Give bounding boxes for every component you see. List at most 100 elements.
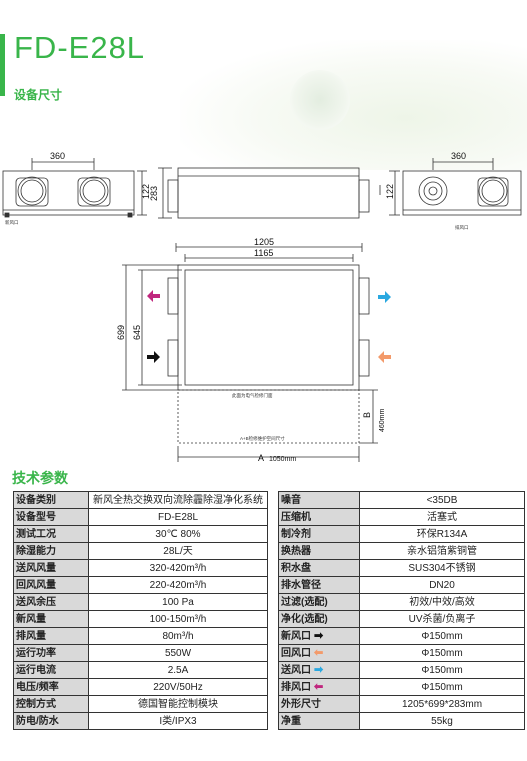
spec-value: 220-420m³/h [88, 576, 268, 594]
outer-depth-label: 699 [116, 325, 126, 340]
spec-value-text: 德国智能控制模块 [138, 698, 218, 710]
spec-value: 100 Pa [88, 593, 268, 611]
a-value: 1050mm [269, 456, 296, 463]
spec-value-text: UV杀菌/负离子 [408, 613, 476, 625]
spec-value-text: SUS304不锈钢 [408, 562, 476, 574]
blue-arrow-icon [378, 291, 391, 303]
spec-label: 测试工况 [13, 525, 89, 543]
spec-label-text: 送风口 [281, 664, 311, 676]
b-label: B [362, 412, 372, 418]
spec-label-text: 设备类别 [16, 494, 56, 506]
blue-arrow-icon: ➡ [314, 663, 324, 676]
table-gap [268, 645, 279, 662]
spec-value-text: 2.5A [167, 664, 189, 676]
table-row: 新风量 100-150m³/h 净化(选配) UV杀菌/负离子 [13, 610, 525, 628]
spec-value: Φ150mm [359, 678, 525, 696]
spec-value: <35DB [359, 491, 525, 509]
table-row: 运行电流 2.5A 送风口➡ Φ150mm [13, 661, 525, 679]
spec-value: I类/IPX3 [88, 712, 268, 730]
spec-label: 噪音 [278, 491, 360, 509]
spec-value-text: Φ150mm [421, 630, 463, 642]
accent-bar [0, 34, 5, 96]
spec-label-text: 净化(选配) [281, 613, 328, 625]
spec-value-text: 100 Pa [162, 596, 194, 608]
right-view-width-label: 360 [451, 151, 466, 161]
spec-value: Φ150mm [359, 627, 525, 645]
spec-label-text: 送风余压 [16, 596, 56, 608]
right-end-view [389, 158, 522, 216]
spec-value-text: Φ150mm [421, 664, 463, 676]
spec-value: 新风全热交换双向流除霾除湿净化系统 [88, 491, 268, 509]
spec-value: Φ150mm [359, 661, 525, 679]
spec-label: 运行电流 [13, 661, 89, 679]
table-gap [268, 560, 279, 577]
right-view-height-label: 122 [385, 184, 395, 199]
spec-label-text: 控制方式 [16, 698, 56, 710]
spec-label: 设备类别 [13, 491, 89, 509]
spec-value: 28L/天 [88, 542, 268, 560]
right-view-caption: 排风口 [455, 224, 469, 231]
spec-label-text: 制冷剂 [281, 528, 311, 540]
spec-value-text: Φ150mm [421, 681, 463, 693]
spec-label-text: 积水盘 [281, 562, 311, 574]
dimension-drawings: 360 122 新风口 283 360 122 排风口 [2, 151, 522, 463]
spec-value-text: 220V/50Hz [153, 681, 203, 693]
table-gap [268, 611, 279, 628]
spec-label: 换热器 [278, 542, 360, 560]
spec-label: 送风余压 [13, 593, 89, 611]
spec-value: 初效/中效/高效 [359, 593, 525, 611]
spec-value-text: 550W [164, 647, 192, 659]
spec-label-text: 排水管径 [281, 579, 321, 591]
left-end-view [2, 158, 147, 218]
spec-label-text: 测试工况 [16, 528, 56, 540]
table-gap [268, 628, 279, 645]
spec-value: 1205*699*283mm [359, 695, 525, 713]
spec-label-text: 回风风量 [16, 579, 56, 591]
table-gap [268, 679, 279, 696]
spec-label: 设备型号 [13, 508, 89, 526]
spec-value: 550W [88, 644, 268, 662]
inner-depth-label: 645 [132, 325, 142, 340]
spec-value-text: 环保R134A [416, 528, 468, 540]
spec-value-text: 28L/天 [163, 545, 193, 557]
spec-value-text: 320-420m³/h [149, 562, 207, 574]
left-view-width-label: 360 [50, 151, 65, 161]
table-gap [268, 526, 279, 543]
table-row: 设备类别 新风全热交换双向流除霾除湿净化系统 噪音<35DB [13, 491, 525, 509]
left-view-height-label: 122 [141, 184, 151, 199]
spec-label: 回风口⬅ [278, 644, 360, 662]
spec-value-text: 新风全热交换双向流除霾除湿净化系统 [93, 494, 263, 506]
pink-arrow-icon: ⬅ [314, 680, 324, 693]
spec-label: 新风量 [13, 610, 89, 628]
spec-value-text: 30℃ 80% [155, 528, 201, 540]
spec-label-text: 运行功率 [16, 647, 56, 659]
spec-label: 净化(选配) [278, 610, 360, 628]
side-view [158, 167, 381, 219]
spec-value-text: 初效/中效/高效 [409, 596, 475, 608]
top-view [122, 243, 378, 462]
spec-label-text: 新风口 [281, 630, 311, 642]
spec-label-text: 防电/防水 [16, 715, 59, 727]
spec-value: 220V/50Hz [88, 678, 268, 696]
spec-label-text: 净重 [281, 715, 301, 727]
spec-label-text: 回风口 [281, 647, 311, 659]
spec-value-text: 1205*699*283mm [401, 698, 483, 710]
spec-label-text: 排风口 [281, 681, 311, 693]
spec-value: 亲水铝箔紫铜管 [359, 542, 525, 560]
table-gap [268, 662, 279, 679]
spec-value: 100-150m³/h [88, 610, 268, 628]
spec-label-text: 新风量 [16, 613, 46, 625]
spec-label: 新风口➡ [278, 627, 360, 645]
spec-label: 防电/防水 [13, 712, 89, 730]
spec-value: UV杀菌/负离子 [359, 610, 525, 628]
spec-value: 环保R134A [359, 525, 525, 543]
spec-label: 排水管径 [278, 576, 360, 594]
spec-value-text: 220-420m³/h [149, 579, 207, 591]
